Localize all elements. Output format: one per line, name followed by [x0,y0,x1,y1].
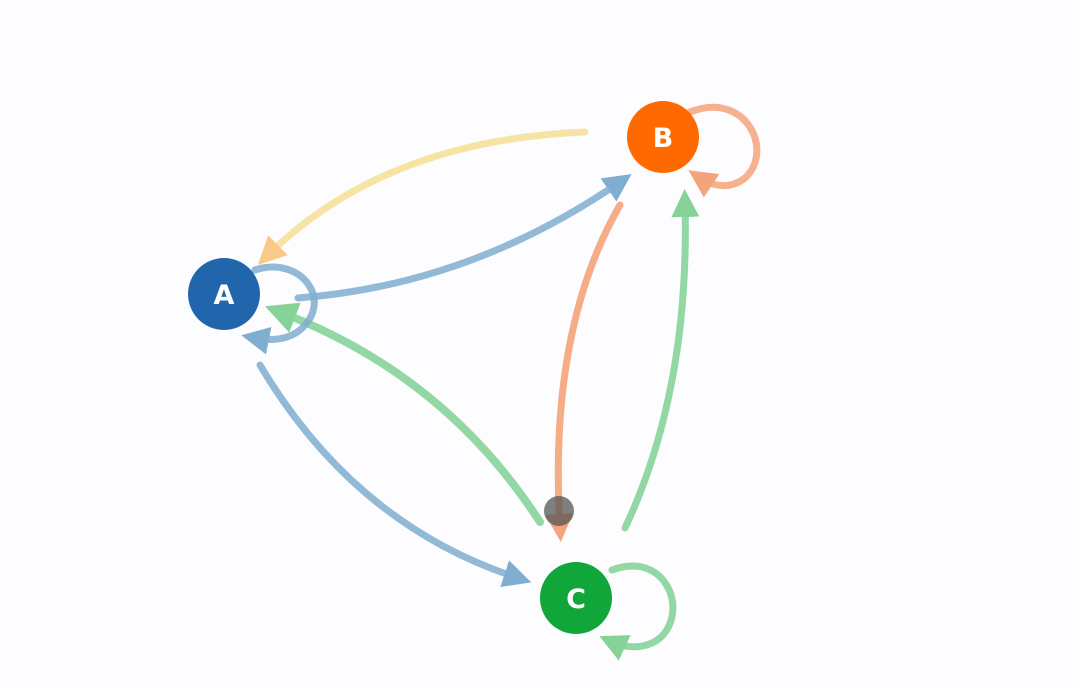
node-c-circle [540,562,612,634]
edge-a-to-b [294,174,632,302]
transition-token [544,496,574,526]
edge-a-self-loop [241,263,318,355]
edge-b-to-c [545,201,624,542]
node-b-label: B [653,123,674,154]
node-a[interactable]: A [188,258,260,330]
edge-c-self-loop [599,562,677,661]
node-b[interactable]: B [627,101,699,173]
edge-a-to-c [256,361,532,587]
node-c[interactable]: C [540,562,612,634]
node-a-label: A [214,280,235,311]
node-a-circle [188,258,260,330]
node-b-circle [627,101,699,173]
edge-b-to-a [258,128,589,265]
node-c-label: C [566,584,586,615]
edge-b-self-loop [686,103,761,198]
edge-c-to-a [265,302,544,526]
edge-c-to-b [621,189,700,532]
